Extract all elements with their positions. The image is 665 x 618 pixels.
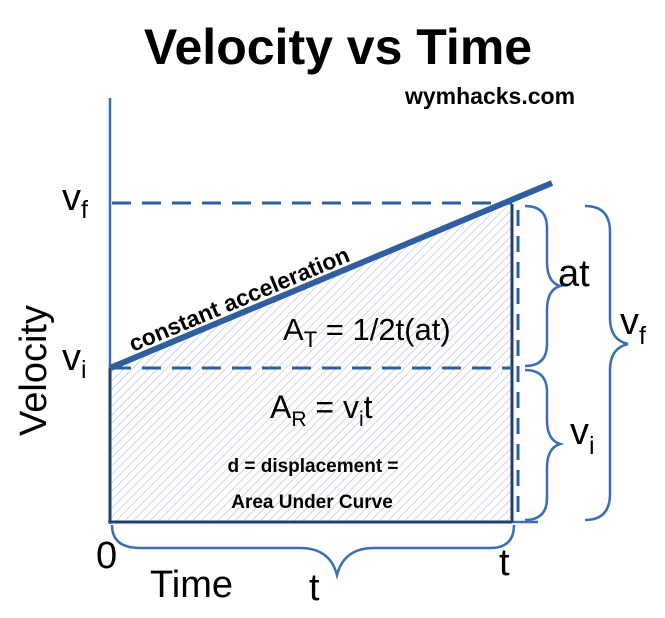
displacement-note-line1: d = displacement = <box>227 456 398 477</box>
vi-brace <box>524 368 565 522</box>
at-brace <box>524 204 565 368</box>
time-brace-label: t <box>309 567 320 609</box>
y-axis-label: Velocity <box>13 305 55 436</box>
area-under-curve <box>110 204 512 522</box>
vi-level-label: vi <box>62 337 87 384</box>
triangle-area-formula: AT = 1/2t(at) <box>283 312 451 352</box>
vi-brace-label: vi <box>570 411 595 460</box>
time-brace <box>110 524 516 580</box>
displacement-note-line2: Area Under Curve <box>231 492 393 513</box>
t-tick-label: t <box>499 542 510 584</box>
website-label: wymhacks.com <box>404 83 575 109</box>
velocity-line <box>108 180 554 371</box>
vf-brace-label: vf <box>620 301 646 350</box>
x-axis-label: Time <box>150 564 233 606</box>
vf-level-label: vf <box>62 177 88 224</box>
vf-brace <box>584 204 629 522</box>
origin-label: 0 <box>96 535 117 577</box>
at-brace-label: at <box>558 253 590 295</box>
rectangle-area-formula: AR = vit <box>270 389 373 431</box>
title: Velocity vs Time <box>144 19 532 75</box>
